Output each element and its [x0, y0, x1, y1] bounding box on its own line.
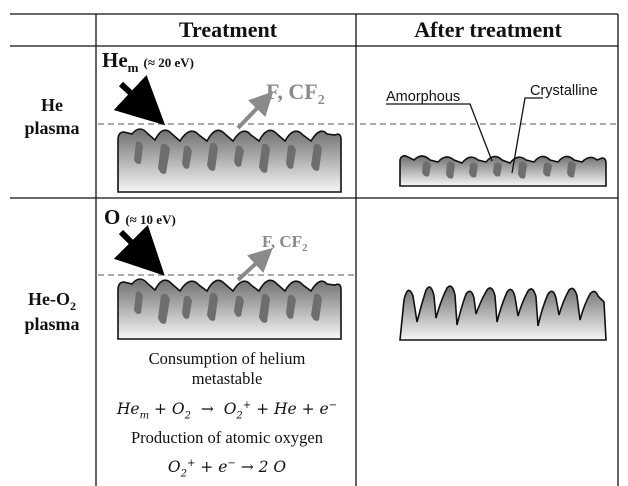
- row-label-he-line2: plasma: [24, 118, 79, 138]
- heo2-after-panel: [399, 285, 607, 341]
- he-treatment-polymer-surface: [117, 128, 342, 193]
- amorphous-leader-line: [386, 103, 493, 162]
- he-treatment-crystallites: [134, 141, 322, 174]
- header-treatment: Treatment: [179, 17, 278, 42]
- equation-penning-ionization: Hem + O2 → O2+ + He + e−: [116, 400, 338, 422]
- header-after-treatment: After treatment: [414, 17, 562, 42]
- he-etched-arrow: [236, 91, 274, 130]
- heo2-etched-arrow: [236, 247, 273, 282]
- equation-dissociative-recombination: O2+ + e− → 2 O: [167, 458, 287, 480]
- heo2-treatment-crystallites: [134, 291, 322, 324]
- caption-line-3: Production of atomic oxygen: [130, 428, 323, 447]
- row-label-heo2-line1: He-O2: [28, 289, 76, 313]
- he-after-crystallites: [422, 161, 576, 179]
- he-incoming-arrow: [113, 74, 166, 126]
- heo2-treatment-polymer-surface: [117, 278, 342, 340]
- he-incoming-label: Hem(≈ 20 eV): [102, 48, 194, 75]
- row-label-heo2-line2: plasma: [24, 314, 79, 334]
- caption-line-2: metastable: [191, 369, 263, 388]
- heo2-etched-species-label: F, CF2: [262, 232, 308, 254]
- heo2-after-polymer-surface: [399, 285, 607, 341]
- he-treatment-panel: Hem(≈ 20 eV) F, CF2: [98, 48, 354, 193]
- table-grid: [10, 13, 619, 486]
- he-after-panel: Amorphous Crystalline: [360, 83, 616, 187]
- heo2-incoming-arrow: [113, 224, 165, 276]
- heo2-treatment-panel: O(≈ 10 eV) F, CF2: [98, 205, 354, 340]
- crystalline-label: Crystalline: [530, 83, 598, 99]
- crystalline-leader-line: [511, 97, 543, 174]
- he-after-polymer-surface: [399, 155, 607, 187]
- row-label-he-line1: He: [41, 95, 63, 115]
- heo2-incoming-label: O(≈ 10 eV): [104, 205, 176, 229]
- amorphous-label: Amorphous: [386, 89, 460, 105]
- caption-line-1: Consumption of helium: [148, 349, 306, 368]
- he-etched-species-label: F, CF2: [266, 79, 325, 108]
